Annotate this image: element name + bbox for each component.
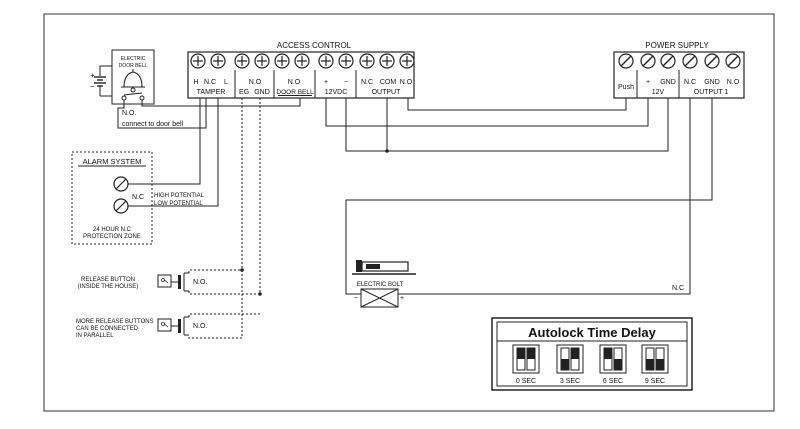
ac-screw-terminal xyxy=(210,53,226,69)
more-buttons-label-3: IN PARALLEL xyxy=(76,333,114,339)
ac-terminal-out-no: N.O xyxy=(400,79,413,86)
door-bell-title-2: DOOR BELL xyxy=(119,63,148,69)
electric-bolt: ELECTRIC BOLT − + N.C xyxy=(352,260,684,308)
alarm-low-potential: LOW POTENTIAL xyxy=(154,201,203,207)
power-supply-terminal-screws xyxy=(618,53,741,69)
alarm-system-title: ALARM SYSTEM xyxy=(83,157,142,166)
alarm-system: ALARM SYSTEM N.C 24 HOUR N.C PROTECTION … xyxy=(71,151,205,245)
release-button-contact: N.O. xyxy=(193,279,207,286)
ac-terminal-h: H xyxy=(193,79,198,86)
push-button-icon xyxy=(178,275,181,289)
ac-group-eg: EG xyxy=(239,89,249,96)
bolt-lock-icon xyxy=(352,260,416,275)
ac-screw-terminal xyxy=(254,53,270,69)
access-control-terminal-screws xyxy=(190,53,415,69)
autolock-time-delay-panel: Autolock Time Delay 0 SEC 3 SEC 6 SEC 9 SEC xyxy=(491,317,693,391)
svg-text:−: − xyxy=(354,295,358,302)
door-bell-contact: N.O. xyxy=(122,110,136,117)
ps-terminal-out-no: N.O xyxy=(727,79,740,86)
ac-terminal-doorbell-no: N.O xyxy=(288,79,301,86)
alarm-zone-1: 24 HOUR N.C xyxy=(93,227,132,233)
alarm-high-potential: HIGH POTENTIAL xyxy=(154,193,205,199)
release-button-label-1: RELEASE BUTTON xyxy=(81,277,135,283)
ac-group-tamper: TAMPER xyxy=(197,89,226,96)
ac-group-12vdc: 12VDC xyxy=(325,89,348,96)
more-buttons-contact: N.O. xyxy=(193,323,207,330)
ps-screw-terminal xyxy=(660,53,676,69)
autolock-title: Autolock Time Delay xyxy=(528,325,656,340)
access-control-title: ACCESS CONTROL xyxy=(277,41,352,50)
dip-switch-settings: 0 SEC 3 SEC 6 SEC 9 SEC xyxy=(512,344,669,385)
ps-terminal-gnd: GND xyxy=(660,79,676,86)
ac-terminal-l: L xyxy=(224,79,228,86)
electric-bolt-label: ELECTRIC BOLT xyxy=(357,282,404,288)
door-bell-note: connect to door bell xyxy=(122,121,184,128)
ac-screw-terminal xyxy=(338,53,354,69)
ac-terminal-nc: N.C xyxy=(204,79,216,86)
ps-group-12v: 12V xyxy=(652,89,665,96)
ps-terminal-out-gnd: GND xyxy=(704,79,720,86)
dip-switch: 6 SEC xyxy=(599,344,627,385)
release-button-inside: RELEASE BUTTON (INSIDE THE HOUSE) N.O. xyxy=(78,272,207,292)
door-bell-title-1: ELECTRIC xyxy=(121,56,146,62)
ac-screw-terminal xyxy=(359,53,375,69)
ac-terminal-eg-no: N.O xyxy=(249,79,262,86)
ac-screw-terminal xyxy=(274,53,290,69)
electric-door-bell: ELECTRIC DOOR BELL + − N.O. connect to d… xyxy=(90,49,184,128)
ps-terminal-plus: + xyxy=(646,79,650,86)
ac-screw-terminal xyxy=(379,53,395,69)
svg-text:+: + xyxy=(90,71,95,80)
dip-switch-label: 9 SEC xyxy=(645,378,665,385)
access-control-unit: ACCESS CONTROL H N.C L N.O N.O + − N.C C… xyxy=(187,41,415,99)
ac-screw-terminal xyxy=(318,53,334,69)
svg-text:+: + xyxy=(400,295,404,302)
dip-switch-label: 6 SEC xyxy=(603,378,623,385)
autolock-panel-inner xyxy=(496,321,688,387)
more-buttons-label-2: CAN BE CONNECTED xyxy=(76,326,139,332)
ps-screw-terminal xyxy=(682,53,698,69)
ac-terminal-out-com: COM xyxy=(380,79,397,86)
ac-terminal-minus: − xyxy=(344,79,348,86)
ps-terminal-out-nc: N.C xyxy=(684,79,696,86)
ac-screw-terminal xyxy=(294,53,310,69)
ac-group-output: OUTPUT xyxy=(372,89,402,96)
push-button-icon xyxy=(178,319,181,333)
dip-switch: 9 SEC xyxy=(641,344,669,385)
ac-terminal-plus: + xyxy=(324,79,328,86)
diagram-frame xyxy=(43,13,775,412)
ac-group-doorbell: DOOR BELL xyxy=(276,89,314,96)
power-supply-title: POWER SUPPLY xyxy=(645,41,709,50)
ps-screw-terminal xyxy=(640,53,656,69)
ac-terminal-out-nc: N.C xyxy=(361,79,373,86)
bell-icon xyxy=(121,69,145,93)
ps-terminal-push: Push xyxy=(618,84,634,91)
dip-switch: 0 SEC xyxy=(512,344,540,385)
ps-screw-terminal xyxy=(618,53,634,69)
ac-group-gnd: GND xyxy=(254,89,270,96)
battery-icon: + − xyxy=(90,65,112,97)
dip-switch-label: 0 SEC xyxy=(516,378,536,385)
ps-group-output1: OUTPUT 1 xyxy=(694,89,729,96)
dip-switch-label: 3 SEC xyxy=(560,378,580,385)
alarm-system-box xyxy=(71,151,153,245)
more-release-buttons: MORE RELEASE BUTTONS CAN BE CONNECTED IN… xyxy=(76,316,207,339)
svg-text:−: − xyxy=(90,82,95,91)
dip-switch: 3 SEC xyxy=(556,344,584,385)
power-supply-unit: POWER SUPPLY Push + GND N.C GND N.O 12V … xyxy=(613,41,745,99)
ps-screw-terminal xyxy=(704,53,720,69)
ac-screw-terminal xyxy=(399,53,415,69)
ac-screw-terminal xyxy=(234,53,250,69)
alarm-contact: N.C xyxy=(132,194,144,201)
alarm-zone-2: PROTECTION ZONE xyxy=(83,234,141,240)
release-button-label-2: (INSIDE THE HOUSE) xyxy=(78,284,139,290)
ac-screw-terminal xyxy=(190,53,206,69)
bolt-nc-label: N.C xyxy=(672,285,684,292)
more-buttons-label-1: MORE RELEASE BUTTONS xyxy=(76,319,154,325)
ps-screw-terminal xyxy=(725,53,741,69)
